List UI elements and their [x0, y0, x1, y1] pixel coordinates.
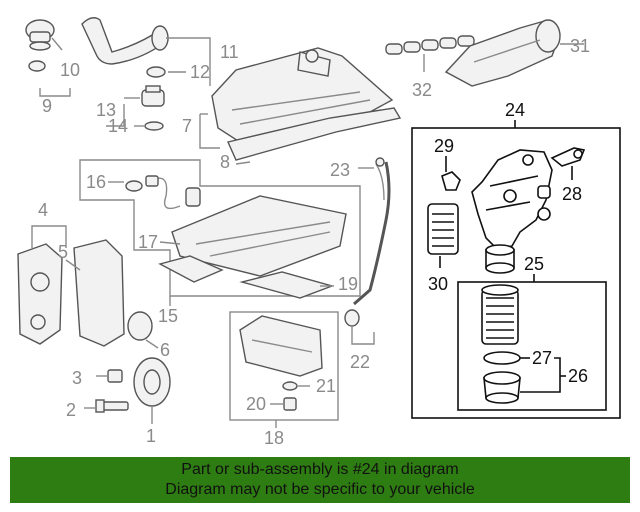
- callout-28: 28: [562, 184, 582, 204]
- oil-pan-gasket: [239, 271, 335, 299]
- callout-4: 4: [38, 200, 48, 220]
- oil-level-sensor: [145, 175, 201, 210]
- front-crank-seal: [127, 311, 153, 341]
- callout-17: 17: [138, 232, 158, 252]
- drain-plug: [283, 397, 297, 411]
- callout-18: 18: [264, 428, 284, 448]
- oil-filler-cap: [25, 19, 55, 72]
- drain-plug-washer: [282, 381, 298, 391]
- callout-22: 22: [350, 352, 370, 372]
- callout-16: 16: [86, 172, 106, 192]
- bolt-2: [95, 399, 129, 413]
- callout-26: 26: [568, 366, 588, 386]
- oil-filter-cap: [483, 371, 521, 404]
- callout-3: 3: [72, 368, 82, 388]
- filter-cap-o-ring: [483, 351, 521, 365]
- harmonic-balancer: [133, 357, 171, 407]
- lower-pan-group-box: [229, 311, 339, 421]
- oil-cooler: [427, 203, 459, 255]
- pcv-seal: [144, 121, 164, 131]
- callout-23: 23: [330, 160, 350, 180]
- callout-2: 2: [66, 400, 76, 420]
- callout-9: 9: [42, 96, 52, 116]
- callout-32: 32: [412, 80, 432, 100]
- oil-filter-housing: [471, 149, 553, 274]
- callout-30: 30: [428, 274, 448, 294]
- intake-manifold: [444, 19, 561, 87]
- dipstick-tube: [353, 157, 391, 306]
- intake-gasket: [385, 35, 475, 55]
- callout-13: 13: [96, 100, 116, 120]
- fill-tube-seal: [146, 66, 166, 78]
- callout-5: 5: [58, 242, 68, 262]
- callout-20: 20: [246, 394, 266, 414]
- callout-25: 25: [524, 254, 544, 274]
- filter-element-group-box: [457, 281, 607, 411]
- oil-fill-tube: [81, 17, 169, 65]
- callout-1: 1: [146, 426, 156, 446]
- callout-6: 6: [160, 340, 170, 360]
- callout-19: 19: [338, 274, 358, 294]
- callout-29: 29: [434, 136, 454, 156]
- callout-12: 12: [190, 62, 210, 82]
- oil-filter-element: [481, 284, 519, 345]
- callout-11: 11: [220, 42, 239, 62]
- oil-filter-housing-group-box: [411, 127, 621, 419]
- callout-14: 14: [108, 116, 128, 136]
- callout-15: 15: [158, 306, 178, 326]
- callout-10: 10: [60, 60, 80, 80]
- oil-level-seal: [125, 180, 143, 192]
- balancer-bolt-3: [107, 369, 123, 383]
- dipstick-tube-seal: [344, 309, 360, 327]
- valve-cover: [211, 47, 394, 151]
- lower-oil-pan: [239, 315, 323, 377]
- housing-plug: [537, 185, 551, 199]
- callout-8: 8: [220, 152, 230, 172]
- banner-line-2: Diagram may not be specific to your vehi…: [165, 481, 475, 498]
- timing-cover-gasket: [73, 239, 125, 347]
- info-banner: Part or sub-assembly is #24 in diagram D…: [10, 457, 630, 503]
- oil-pressure-sensor: [550, 147, 586, 167]
- callout-24: 24: [505, 100, 525, 120]
- valve-cover-gasket: [227, 107, 402, 161]
- callout-7: 7: [182, 116, 192, 136]
- upper-oil-pan: [171, 195, 347, 277]
- housing-bolt: [441, 171, 461, 191]
- banner-line-1: Part or sub-assembly is #24 in diagram: [181, 461, 459, 478]
- plug-o-ring: [537, 207, 551, 221]
- pcv-valve: [141, 85, 165, 107]
- timing-cover-front: [17, 243, 63, 345]
- oil-pan-baffle: [158, 255, 224, 283]
- callout-27: 27: [532, 348, 552, 368]
- callout-21: 21: [316, 376, 336, 396]
- callout-31: 31: [570, 36, 590, 56]
- exploded-engine-diagram: 10 9 11 12 13 14 7 8 32: [17, 17, 621, 448]
